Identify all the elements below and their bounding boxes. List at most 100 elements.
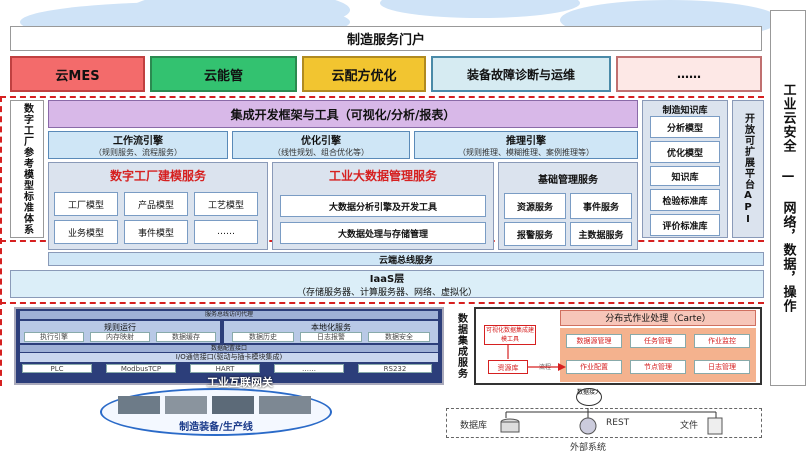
model-item-label: 工艺模型 xyxy=(207,200,244,211)
grid-item: 数据源管理 xyxy=(566,334,622,348)
protocol-item: …… xyxy=(274,364,344,373)
service-portal-label: 制造服务门户 xyxy=(346,33,425,48)
model-item: …… xyxy=(194,220,258,244)
resource-repository: 资源库 xyxy=(488,360,528,374)
modeling-title: 数字工厂建模服务 xyxy=(109,169,206,183)
model-item: 产品模型 xyxy=(124,192,188,216)
basic-item-label: 事件服务 xyxy=(582,202,619,213)
local-service-title: 本地化服务 xyxy=(311,323,351,332)
knowledge-item: 分析模型 xyxy=(650,116,720,138)
grid-item: 作业监控 xyxy=(694,334,750,348)
rule-runtime-item: 内存映射 xyxy=(90,332,150,342)
service-portal: 制造服务门户 xyxy=(10,26,762,51)
grid-item: 日志管理 xyxy=(694,360,750,374)
basic-item: 主数据服务 xyxy=(570,222,632,246)
app-label: …… xyxy=(677,67,701,81)
engine-title: 工作流引擎 xyxy=(113,136,163,147)
external-connectors xyxy=(500,408,723,435)
equipment-photo xyxy=(212,396,254,414)
app-cloud-mes: 云MES xyxy=(10,56,145,92)
app-label: 云MES xyxy=(55,68,100,84)
data-integration-service: 数据集成服务 xyxy=(448,307,474,385)
model-item-label: 工厂模型 xyxy=(67,200,104,211)
model-item: 工艺模型 xyxy=(194,192,258,216)
knowledge-item: 优化模型 xyxy=(650,141,720,163)
reference-model-standard: 数字工厂参考模型标准体系 xyxy=(10,100,44,238)
optimization-engine: 优化引擎 （线性规划、组合优化等） xyxy=(232,131,410,159)
big-data-item: 大数据分析引擎及开发工具 xyxy=(280,195,486,217)
knowledge-item-label: 分析模型 xyxy=(666,123,703,134)
protocol-item: RS232 xyxy=(358,364,432,373)
inference-engine: 推理引擎 （规则推理、模糊推理、案例推理等） xyxy=(414,131,638,159)
basic-item: 事件服务 xyxy=(570,193,632,219)
visual-modeling-tool: 可视化数据集成建模工具 xyxy=(484,325,536,345)
big-data-item-label: 大数据分析引擎及开发工具 xyxy=(328,202,437,213)
engine-title: 优化引擎 xyxy=(301,136,341,147)
external-item-rest: REST xyxy=(606,418,630,428)
industrial-gateway-label: 工业互联网关 xyxy=(207,376,273,389)
app-label: 云能管 xyxy=(203,68,243,84)
knowledge-item-label: 评价标准库 xyxy=(662,221,708,232)
big-data-item: 大数据处理与存储管理 xyxy=(280,222,486,244)
local-service-item: 日志报警 xyxy=(300,332,362,342)
model-item-label: 产品模型 xyxy=(137,200,174,211)
integration-label: 集成开发框架与工具（可视化/分析/报表） xyxy=(230,107,456,122)
equipment-photo xyxy=(259,396,311,414)
distributed-title: 分布式作业处理（Carte） xyxy=(560,310,756,326)
app-cloud-energy: 云能管 xyxy=(150,56,297,92)
data-config-interface: 数据配置接口 xyxy=(20,345,438,352)
basic-item-label: 资源服务 xyxy=(516,202,553,213)
basic-item: 资源服务 xyxy=(504,193,566,219)
bus-access-proxy: 服务总线访问代理 xyxy=(20,311,438,319)
engine-sub: （规则推理、模糊推理、案例推理等） xyxy=(458,148,594,157)
knowledge-item-label: 优化模型 xyxy=(666,148,703,159)
local-service-item: 数据安全 xyxy=(368,332,430,342)
grid-item: 节点管理 xyxy=(630,360,686,374)
model-item-label: …… xyxy=(217,227,235,237)
app-equipment-diagnosis: 装备故障诊断与运维 xyxy=(431,56,611,92)
open-platform-api: 开放可扩展平台API xyxy=(732,100,764,238)
external-item-file: 文件 xyxy=(680,421,699,431)
basic-item-label: 报警服务 xyxy=(516,230,553,241)
grid-item: 作业配置 xyxy=(566,360,622,374)
integration-framework: 集成开发框架与工具（可视化/分析/报表） xyxy=(48,100,638,128)
model-item: 事件模型 xyxy=(124,220,188,244)
grid-item: 任务管理 xyxy=(630,334,686,348)
open-api-label: 开放可扩展平台API xyxy=(742,112,754,226)
rule-runtime-title: 规则运行 xyxy=(104,323,136,332)
basic-item-label: 主数据服务 xyxy=(578,230,624,241)
layer-divider xyxy=(0,96,2,386)
cloud-security-panel: 工业云安全 — 网络，数据，操作 xyxy=(770,10,806,386)
equipment-photo xyxy=(165,396,207,414)
app-label: 装备故障诊断与运维 xyxy=(466,67,575,82)
big-data-title: 工业大数据管理服务 xyxy=(328,169,437,183)
rule-runtime-item: 执行引擎 xyxy=(24,332,84,342)
knowledge-title: 制造知识库 xyxy=(662,106,708,116)
external-systems-box xyxy=(446,408,762,438)
app-cloud-recipe: 云配方优化 xyxy=(302,56,426,92)
equipment-photo xyxy=(118,396,160,414)
engine-sub: （规则服务、流程服务） xyxy=(94,148,182,157)
iaas-title: IaaS层 xyxy=(369,274,405,285)
data-integration-label: 数据集成服务 xyxy=(455,313,467,379)
engine-title: 推理引擎 xyxy=(506,136,546,147)
external-item-database: 数据库 xyxy=(460,421,488,431)
protocol-item: HART xyxy=(190,364,260,373)
data-ingest-hub: 数据接入 xyxy=(576,388,602,406)
background-cloud xyxy=(380,0,580,18)
cloud-security-label: 工业云安全 — 网络，数据，操作 xyxy=(780,83,796,313)
protocol-item: ModbusTCP xyxy=(106,364,176,373)
basic-title: 基础管理服务 xyxy=(538,175,598,186)
equipment-label: 制造装备/生产线 xyxy=(179,422,253,433)
knowledge-item: 知识库 xyxy=(650,166,720,186)
iaas-sub: （存储服务器、计算服务器、网络、虚拟化） xyxy=(296,288,477,298)
big-data-item-label: 大数据处理与存储管理 xyxy=(337,229,428,240)
basic-item: 报警服务 xyxy=(504,222,566,246)
knowledge-item: 检验标准库 xyxy=(650,189,720,211)
external-systems-label: 外部系统 xyxy=(570,443,607,453)
knowledge-item: 评价标准库 xyxy=(650,214,720,236)
workflow-engine: 工作流引擎 （规则服务、流程服务） xyxy=(48,131,228,159)
knowledge-item-label: 检验标准库 xyxy=(662,196,708,207)
layer-divider xyxy=(0,302,764,304)
app-label: 云配方优化 xyxy=(331,68,397,84)
